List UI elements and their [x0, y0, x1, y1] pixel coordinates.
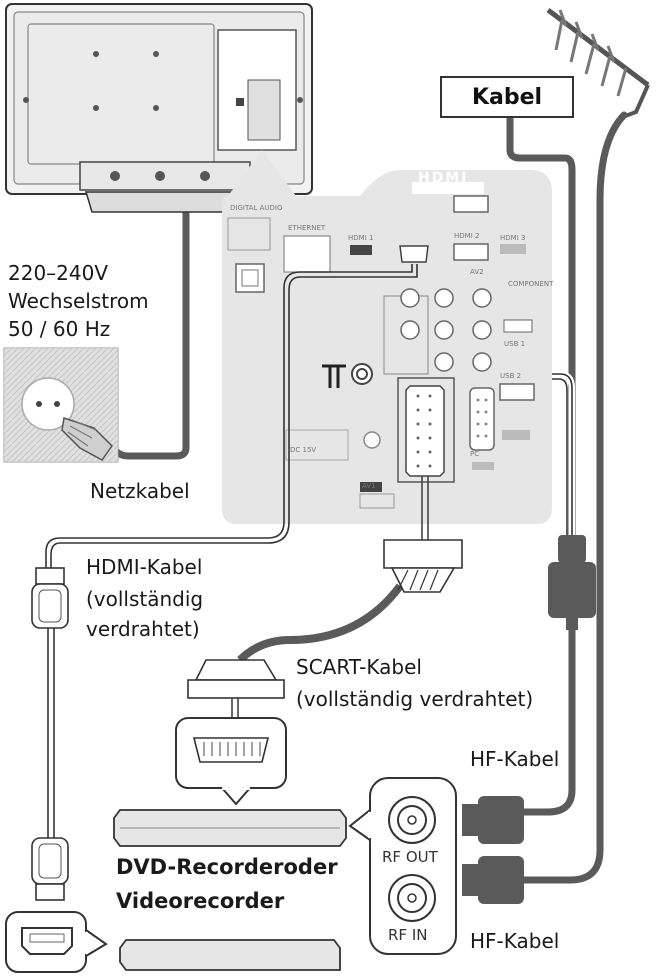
rf-port-callout [348, 777, 457, 955]
hf-plug-rf-in [462, 856, 540, 904]
svg-text:USB 1: USB 1 [504, 340, 525, 348]
cable-box-label: Kabel [440, 76, 574, 118]
hf-cable-label-top: HF-Kabel [470, 747, 560, 771]
svg-text:DC 15V: DC 15V [290, 446, 316, 454]
hdmi-logo: HDMI [418, 170, 469, 186]
scart-socket-callout [175, 717, 287, 806]
svg-text:AV1: AV1 [362, 482, 376, 490]
svg-text:AV2: AV2 [470, 268, 484, 276]
hf-plug-rf-out [462, 796, 524, 844]
svg-text:HDMI 2: HDMI 2 [454, 232, 479, 240]
hf-plug-top [520, 535, 596, 816]
recorder-label-2: Videorecorder [116, 889, 285, 913]
scart-cable-label: SCART-Kabel [296, 655, 422, 679]
callout-pointer [228, 150, 296, 196]
antenna-cable [506, 111, 628, 884]
power-cable-label: Netzkabel [90, 479, 190, 503]
hdmi-plug-bottom [31, 837, 69, 901]
hdmi-plug-top [31, 567, 69, 629]
dvd-recorder [113, 809, 347, 847]
svg-text:PC: PC [470, 450, 479, 458]
svg-text:USB 2: USB 2 [500, 372, 521, 380]
rf-in-label: RF IN [388, 926, 428, 944]
antenna-icon [546, 8, 650, 120]
svg-text:HDMI 3: HDMI 3 [500, 234, 525, 242]
power-spec-frequency: 50 / 60 Hz [8, 317, 111, 341]
scart-cable-note: (vollständig verdrahtet) [296, 687, 534, 711]
scart-cable [187, 476, 463, 718]
power-spec-type: Wechselstrom [8, 289, 149, 313]
hdmi-cable-label: HDMI-Kabel [86, 555, 203, 579]
tv-back [5, 3, 313, 213]
hdmi-cable [45, 264, 418, 838]
recorder-label-1: DVD-Recorderoder [116, 855, 338, 879]
power-cable [108, 180, 190, 460]
rf-out-label: RF OUT [382, 848, 438, 866]
svg-text:HDMI 1: HDMI 1 [348, 234, 373, 242]
hf-cable-upper [372, 371, 575, 535]
hdmi-device [5, 911, 341, 973]
svg-text:ETHERNET: ETHERNET [288, 224, 326, 232]
hdmi-cable-note-1: (vollständig [86, 587, 204, 611]
svg-text:DIGITAL AUDIO: DIGITAL AUDIO [230, 204, 283, 212]
power-spec-voltage: 220–240V [8, 261, 109, 285]
svg-text:COMPONENT: COMPONENT [508, 280, 554, 288]
connector-panel: DIGITAL AUDIO ETHERNET HDMI 1 HDMI 2 HDM… [222, 170, 554, 524]
hdmi-cable-note-2: verdrahtet) [86, 617, 200, 641]
hf-cable-label-bottom: HF-Kabel [470, 929, 560, 953]
power-plug [61, 417, 113, 461]
